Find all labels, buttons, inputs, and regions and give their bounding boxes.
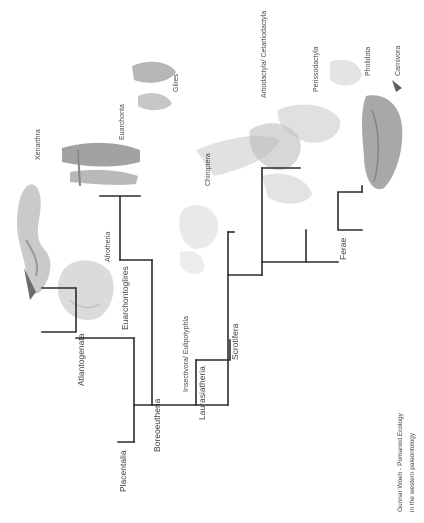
label-scrotifera: Scrotifera	[230, 323, 240, 360]
label-chiroptera: Chiroptera	[205, 153, 212, 186]
credit-caption: Gunnar Woeh - Pomanod Ecology in the wes…	[397, 412, 416, 512]
label-laurasiatheria: Laurasiatheria	[197, 366, 207, 420]
label-insectivora: Insectivora/ Eulipotyphla	[183, 316, 190, 392]
label-pholidota: Pholidota	[365, 47, 372, 76]
label-boreoeutheria: Boreoeutheria	[152, 398, 162, 452]
carnivora-illustration	[362, 80, 402, 189]
caption-line1: Gunnar Woeh - Pomanod Ecology	[397, 412, 404, 512]
label-glires: Glires	[173, 73, 180, 92]
glires-illustration	[132, 62, 176, 111]
branch-insectivora	[196, 340, 230, 360]
label-carnivora: Carnivora	[395, 46, 402, 76]
caption-line2: in the western paleontology	[409, 432, 416, 512]
label-placentalia: Placentalia	[118, 450, 128, 492]
xenarthra-illustration	[17, 184, 51, 300]
label-xenarthra: Xenarthra	[35, 129, 42, 160]
label-ferae: Ferae	[338, 238, 348, 260]
insectivora-illustration	[179, 205, 218, 274]
branch-ferae-node	[338, 192, 362, 230]
pholidota-illustration	[330, 60, 362, 86]
label-afrotheria: Afrotheria	[105, 232, 112, 262]
afrotheria-illustration	[58, 260, 114, 320]
euarchonta-illustration	[62, 143, 140, 186]
branch-ferae-split	[306, 230, 338, 262]
label-atlantogenata: Atlantogenata	[76, 333, 86, 386]
label-perissodactyla: Perissodactyla	[313, 46, 320, 92]
label-artiodactyla: Artiodactyla/ Cetartiodactyla	[261, 11, 268, 98]
label-euarchonta: Euarchonta	[119, 104, 126, 140]
label-euarchontoglires: Euarchontoglires	[120, 266, 130, 330]
